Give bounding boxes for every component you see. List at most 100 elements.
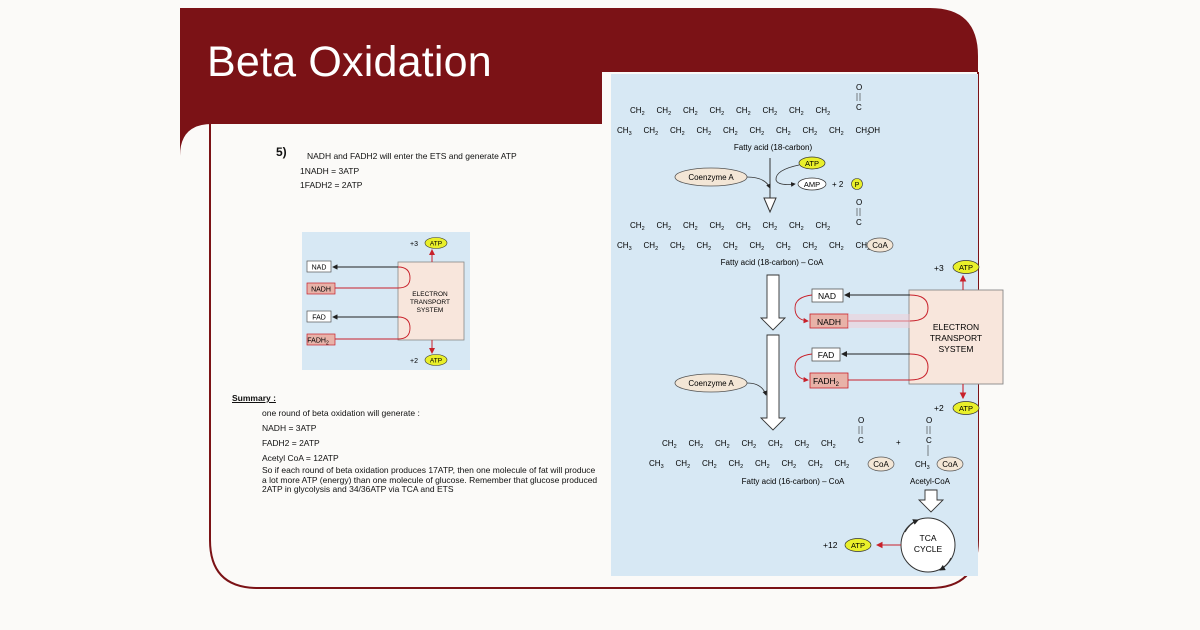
chain3-lower-ch2-7: CH2 [835,459,850,470]
tca-line2: CYCLE [914,544,943,554]
chain2-oxygen: O [856,198,862,207]
chain1-lower-ch2-6: CH2 [776,126,791,137]
chain1-hydroxyl: OH [868,126,880,135]
nad-label: NAD [818,291,836,301]
step-line-1: NADH and FADH2 will enter the ETS and ge… [307,151,517,161]
label-acetyl-coa: Acetyl-CoA [910,477,951,486]
chain2-lower-ch2-9: CH2 [856,241,871,252]
chain3-upper-ch2-2: CH2 [715,439,730,450]
yield-tca: +12 [823,540,838,550]
ets-atp-top [952,260,980,274]
summary-line-2: NADH = 3ATP [262,423,317,433]
chain2-carbonyl-c: C [856,218,862,227]
chain3-upper-ch2-4: CH2 [768,439,783,450]
chain1-upper-ch2-6: CH2 [789,106,804,117]
chain1-upper-ch2-0: CH2 [630,106,645,117]
chain1-carbonyl-c: C [856,103,862,112]
chain3-lower-ch2-3: CH2 [729,459,744,470]
activation-arrow-head [763,197,777,214]
chain3-lower-ch2-2: CH2 [702,459,717,470]
chain3-lower-ch2-1: CH2 [676,459,691,470]
acetyl-oxygen: O [926,416,932,425]
chain2-upper-ch2-2: CH2 [683,221,698,232]
small-fadh2-box [306,333,336,346]
chain3-carbonyl-c: C [858,436,864,445]
step-number: 5) [276,145,287,159]
step-line-2: 1NADH = 3ATP [300,166,360,176]
summary-line-1: one round of beta oxidation will generat… [262,408,420,418]
chain2-upper-ch2-3: CH2 [710,221,725,232]
step-line-3: 1FADH2 = 2ATP [300,180,363,190]
small-ets-box [397,261,465,341]
chain2-coa-pill [866,237,894,253]
chain1-upper-ch2-7: CH2 [816,106,831,117]
summary-line-3: FADH2 = 2ATP [262,438,320,448]
chain3-coa-label: CoA [873,460,889,469]
small-nad-label: NAD [312,265,327,272]
chain3-upper-ch2-1: CH2 [689,439,704,450]
step-arrow-2 [759,334,787,431]
slide-title: Beta Oxidation [207,38,492,86]
small-nadh-box [306,282,336,295]
amp-label: AMP [804,180,820,189]
chain2-lower-ch3-0: CH3 [617,241,632,252]
chain2-upper-ch2-6: CH2 [789,221,804,232]
chain1-lower-ch2-3: CH2 [697,126,712,137]
small-top-yield: +3 [410,241,418,248]
chain2-lower-ch2-4: CH2 [723,241,738,252]
small-fadh2-loop [335,316,411,340]
step-arrow-1 [759,274,787,331]
small-bottom-yield: +2 [410,358,418,365]
acetyl-to-tca-arrow [917,489,945,513]
chain3-coa-pill [867,456,895,472]
activation-atp-label: ATP [805,159,819,168]
coenzyme-a-top-label: Coenzyme A [688,173,734,182]
chain1-upper-ch2-3: CH2 [710,106,725,117]
chain3-lower-ch2-6: CH2 [808,459,823,470]
chain3-lower-ch2-4: CH2 [755,459,770,470]
chain2-upper-ch2-0: CH2 [630,221,645,232]
coenzyme-a-top-arrow [746,176,771,189]
phosphate-circle [851,178,863,190]
chain2-lower-ch2-8: CH2 [829,241,844,252]
fad-label: FAD [818,350,835,360]
ets-line2: TRANSPORT [930,333,982,343]
chain1-lower-ch3-0: CH3 [617,126,632,137]
nad-reduction-loop [794,294,813,324]
small-atp-bottom-label: ATP [430,358,442,365]
small-fadh2-label: FADH2 [307,338,329,347]
chain2-lower-ch2-1: CH2 [644,241,659,252]
nad-box [811,288,844,303]
summary-paragraph: So if each round of beta oxidation produ… [262,465,598,494]
chain2-lower-ch2-2: CH2 [670,241,685,252]
phosphate-label: P [855,182,860,189]
chain1-lower-ch2-8: CH2 [829,126,844,137]
chain1-upper-ch2-2: CH2 [683,106,698,117]
summary-line-4: Acetyl CoA = 12ATP [262,453,339,463]
small-nad-box [306,260,332,273]
ets-atp-top-label: ATP [959,263,973,272]
activation-atp [798,156,826,170]
small-atp-top [424,237,448,249]
yield-top: +3 [934,263,944,273]
chain1-lower-ch2-1: CH2 [644,126,659,137]
acetyl-ch3: CH3 [915,460,930,471]
chain3-upper-ch2-0: CH2 [662,439,677,450]
atp-to-amp-arrow [775,164,800,187]
amp-pill [797,177,827,191]
chain1-lower-ch2-9: CH2 [856,126,871,137]
small-fad-box [306,310,332,323]
chain2-lower-ch2-7: CH2 [803,241,818,252]
small-ets-line1: ELECTRON [412,291,448,298]
small-nadh-loop [335,266,411,289]
chain1-upper-ch2-4: CH2 [736,106,751,117]
chain3-lower-ch2-5: CH2 [782,459,797,470]
summary-heading: Summary : [232,393,276,403]
chain3-upper-ch2-6: CH2 [821,439,836,450]
chain1-lower-ch2-7: CH2 [803,126,818,137]
